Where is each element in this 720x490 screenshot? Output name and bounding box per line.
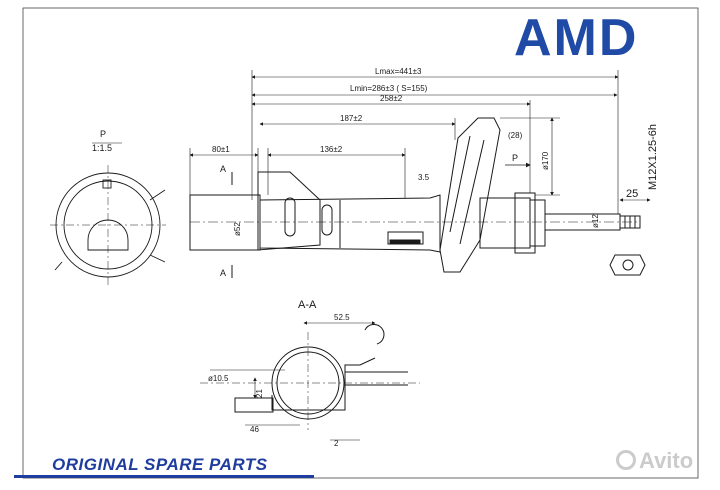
dim-28: (28): [508, 131, 523, 140]
dim-3-5: 3.5: [418, 173, 430, 182]
dim-10-5: ø10.5: [208, 374, 229, 383]
view-arrow-label: P: [512, 153, 518, 163]
dim-21: 21: [255, 389, 264, 398]
detail-view-label: P: [100, 129, 106, 139]
dim-136: 136±2: [320, 145, 343, 154]
watermark-text: Avito: [639, 448, 694, 473]
dim-46: 46: [250, 425, 259, 434]
shock-absorber-body: [189, 117, 646, 276]
drawing-frame: [22, 7, 699, 479]
dim-52-5: 52.5: [334, 313, 350, 322]
dim-52: ø52: [233, 222, 242, 236]
dim-25: 25: [626, 188, 638, 200]
dim-170: ø170: [541, 151, 550, 170]
avito-icon: [616, 450, 636, 470]
dim-187: 187±2: [340, 114, 363, 123]
dimension-lines: [189, 70, 651, 214]
dim-lmin: Lmin=286±3 ( S=155): [350, 84, 428, 93]
dim-thread: M12X1.25-6h: [647, 124, 659, 190]
dim-80: 80±1: [212, 145, 230, 154]
section-marker-top: A: [220, 164, 226, 174]
dim-lmax: Lmax=441±3: [375, 67, 422, 76]
detail-view-scale: 1:1.5: [92, 143, 112, 153]
watermark: Avito: [616, 448, 693, 474]
brand-logo: AMD: [514, 9, 639, 67]
section-a-a-view: [200, 321, 420, 441]
footer-slogan: ORIGINAL SPARE PARTS: [52, 455, 268, 474]
dim-2: 2: [334, 439, 339, 448]
dim-12: ø12: [591, 214, 600, 228]
detail-view-p: [50, 165, 166, 285]
section-marker-bottom: A: [220, 268, 226, 278]
footer-underline: [14, 475, 314, 478]
section-label: A-A: [298, 299, 317, 311]
dim-258: 258±2: [380, 94, 403, 103]
